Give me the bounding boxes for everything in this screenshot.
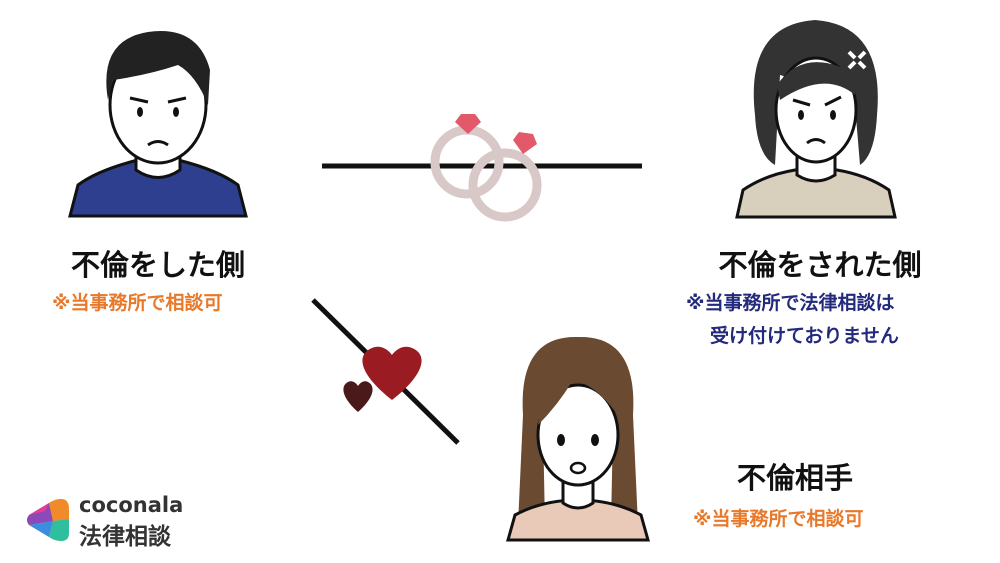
man-illustration [68, 31, 248, 218]
partner-label: 不倫相手 [736, 461, 853, 495]
coconala-logo: coconala 法律相談 [25, 493, 195, 550]
victim-label: 不倫をされた側 [718, 248, 922, 282]
hearts-icon [343, 346, 422, 412]
victim-note-line2: 受け付けておりません [710, 325, 899, 347]
partner-illustration [506, 336, 650, 542]
cheater-note: ※当事務所で相談可 [52, 292, 223, 314]
cheater-label: 不倫をした側 [70, 248, 245, 282]
victim-note-line1: ※当事務所で法律相談は [686, 292, 895, 314]
partner-note: ※当事務所で相談可 [693, 508, 864, 530]
wedding-rings-icon [430, 114, 542, 222]
anger-icon [847, 50, 867, 70]
logo-brand: coconala [79, 493, 184, 517]
coconala-logo-icon [27, 499, 69, 541]
logo-service: 法律相談 [79, 524, 171, 550]
wife-illustration [735, 20, 897, 219]
